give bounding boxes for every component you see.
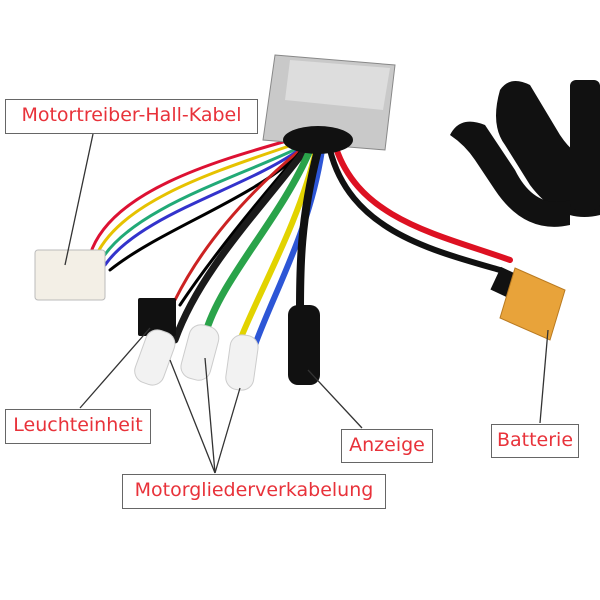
- hall-connector: [34, 249, 106, 301]
- light-connector: [138, 298, 176, 336]
- display-connector: [288, 305, 320, 385]
- label-battery: Batterie: [491, 424, 579, 458]
- wires: [88, 138, 513, 348]
- handlebar-clamps: [450, 80, 600, 227]
- controller-box: [262, 54, 396, 154]
- phase-connectors: [134, 324, 259, 391]
- label-hall-cable: Motortreiber-Hall-Kabel: [5, 99, 258, 134]
- battery-connector: [490, 266, 566, 341]
- leader-lines: [64, 133, 549, 474]
- label-light-unit: Leuchteinheit: [5, 409, 151, 444]
- label-motor-phase-wiring: Motorgliederverkabelung: [122, 474, 386, 509]
- label-display: Anzeige: [341, 429, 433, 463]
